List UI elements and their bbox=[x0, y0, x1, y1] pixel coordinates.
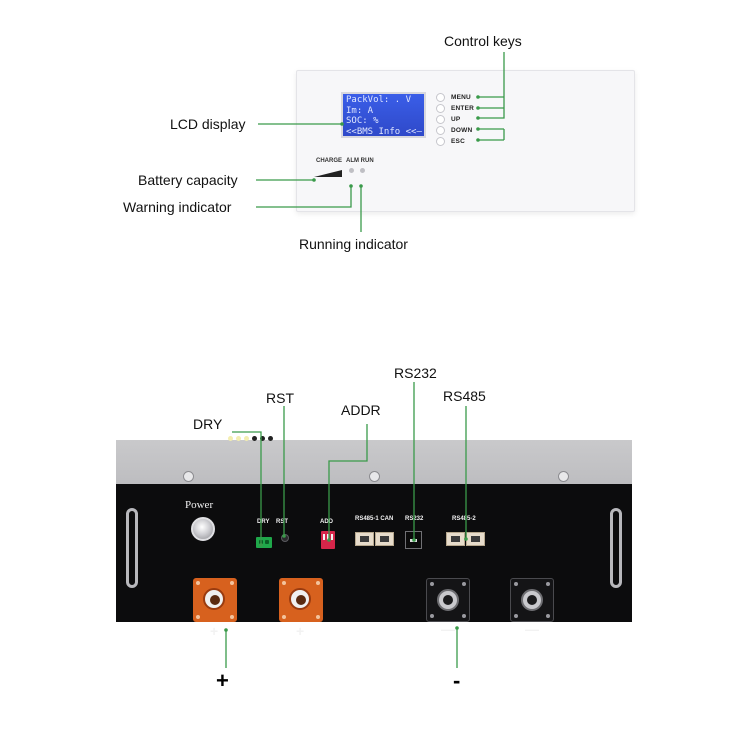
bolt-icon bbox=[462, 614, 466, 618]
dip-toggle bbox=[323, 534, 325, 540]
bolt-icon bbox=[196, 615, 200, 619]
rst-callout: RST bbox=[266, 390, 294, 406]
left-handle[interactable] bbox=[126, 508, 138, 588]
negative-callout: - bbox=[453, 668, 461, 693]
positive-terminal[interactable] bbox=[279, 578, 323, 622]
screw-icon bbox=[183, 471, 194, 482]
key-label: ESC bbox=[451, 137, 465, 145]
battery-capacity-callout: Battery capacity bbox=[138, 172, 238, 188]
positive-sign: + bbox=[210, 623, 219, 639]
screw-icon bbox=[369, 471, 380, 482]
rs485-1-port[interactable] bbox=[355, 532, 374, 546]
key-label: UP bbox=[451, 115, 461, 123]
leader-dot bbox=[224, 628, 228, 632]
rst-label: RST bbox=[276, 519, 288, 525]
key-label: ENTER bbox=[451, 104, 475, 112]
battery-capacity-icon bbox=[314, 170, 342, 177]
led-icon bbox=[244, 436, 249, 441]
dry-contact-port[interactable] bbox=[256, 537, 272, 548]
bolt-icon bbox=[196, 581, 200, 585]
rs485-1-can-label: RS485-1 CAN bbox=[355, 516, 394, 522]
lcd-display: PackVol: . V Im: A SOC: % <<BMS Info <<— bbox=[341, 92, 426, 138]
bolt-icon bbox=[462, 582, 466, 586]
dry-label: DRY bbox=[257, 519, 270, 525]
led-icon bbox=[252, 436, 257, 441]
bolt-icon bbox=[282, 615, 286, 619]
terminal-socket-icon bbox=[443, 595, 453, 605]
key-label: MENU bbox=[451, 93, 471, 101]
alarm-led-icon bbox=[349, 168, 354, 173]
bolt-icon bbox=[230, 615, 234, 619]
negative-sign: — bbox=[441, 621, 455, 637]
led-icon bbox=[228, 436, 233, 441]
positive-sign: + bbox=[296, 623, 305, 639]
positive-callout: + bbox=[216, 668, 229, 693]
negative-terminal[interactable] bbox=[510, 578, 554, 622]
right-handle[interactable] bbox=[610, 508, 622, 588]
terminal-socket-icon bbox=[527, 595, 537, 605]
bolt-icon bbox=[430, 582, 434, 586]
dip-toggle bbox=[331, 534, 333, 540]
bolt-icon bbox=[316, 615, 320, 619]
bolt-icon bbox=[546, 614, 550, 618]
rs485-2-port-a[interactable] bbox=[446, 532, 465, 546]
key-button-icon bbox=[436, 103, 445, 113]
led-icon bbox=[268, 436, 273, 441]
dry-callout: DRY bbox=[193, 416, 223, 432]
can-port[interactable] bbox=[375, 532, 394, 546]
negative-sign: — bbox=[525, 621, 539, 637]
led-icon bbox=[260, 436, 265, 441]
warning-indicator-callout: Warning indicator bbox=[123, 199, 232, 215]
lcd-display-callout: LCD display bbox=[170, 116, 246, 132]
leader-dot bbox=[455, 626, 459, 630]
lcd-line: PackVol: . V bbox=[346, 95, 412, 105]
power-button[interactable] bbox=[191, 517, 215, 541]
rs232-label: RS232 bbox=[405, 516, 424, 522]
alm-run-label: ALM RUN bbox=[346, 158, 374, 164]
down-key[interactable]: DOWN bbox=[436, 125, 472, 135]
lcd-line: SOC: % bbox=[346, 116, 379, 126]
terminal-socket-icon bbox=[210, 595, 220, 605]
rs485-callout: RS485 bbox=[443, 388, 486, 404]
enter-key[interactable]: ENTER bbox=[436, 103, 474, 113]
bolt-icon bbox=[430, 614, 434, 618]
bolt-icon bbox=[316, 581, 320, 585]
reset-button[interactable] bbox=[281, 534, 289, 542]
key-button-icon bbox=[436, 125, 445, 135]
bolt-icon bbox=[282, 581, 286, 585]
bolt-icon bbox=[546, 582, 550, 586]
key-button-icon bbox=[436, 114, 445, 124]
led-icon bbox=[236, 436, 241, 441]
rs485-2-port-b[interactable] bbox=[466, 532, 485, 546]
terminal-socket-icon bbox=[296, 595, 306, 605]
rear-top-led-strip bbox=[228, 436, 273, 441]
esc-key[interactable]: ESC bbox=[436, 136, 465, 146]
up-key[interactable]: UP bbox=[436, 114, 460, 124]
screw-icon bbox=[558, 471, 569, 482]
running-indicator-callout: Running indicator bbox=[299, 236, 408, 252]
key-button-icon bbox=[436, 136, 445, 146]
negative-terminal[interactable] bbox=[426, 578, 470, 622]
run-led-icon bbox=[360, 168, 365, 173]
rs485-2-label: RS485-2 bbox=[452, 516, 476, 522]
lcd-line: Im: A bbox=[346, 105, 374, 116]
charge-label: CHARGE bbox=[316, 158, 343, 164]
address-dip-switch[interactable] bbox=[321, 531, 335, 549]
rs232-callout: RS232 bbox=[394, 365, 437, 381]
rs232-port[interactable] bbox=[405, 531, 422, 549]
bolt-icon bbox=[514, 614, 518, 618]
addr-callout: ADDR bbox=[341, 402, 381, 418]
key-button-icon bbox=[436, 92, 445, 102]
positive-terminal[interactable] bbox=[193, 578, 237, 622]
lcd-line: <<BMS Info <<— bbox=[346, 126, 422, 137]
control-keys-callout: Control keys bbox=[444, 33, 522, 49]
power-label: Power bbox=[185, 499, 214, 511]
dip-toggle bbox=[327, 534, 329, 540]
bolt-icon bbox=[514, 582, 518, 586]
add-label: ADD bbox=[320, 519, 333, 525]
bolt-icon bbox=[230, 581, 234, 585]
menu-key[interactable]: MENU bbox=[436, 92, 471, 102]
key-label: DOWN bbox=[451, 126, 473, 134]
